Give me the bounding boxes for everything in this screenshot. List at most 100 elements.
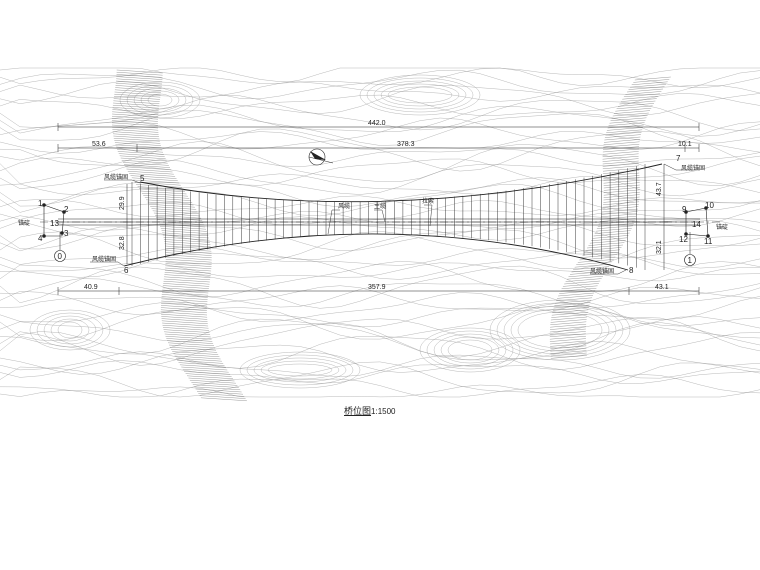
hatch-line: [143, 195, 190, 199]
hatch-line: [162, 232, 209, 236]
hatch-line: [164, 270, 211, 274]
hatch-line: [631, 81, 668, 85]
hatch-line: [551, 314, 588, 318]
hatch-line: [550, 352, 587, 357]
hatch-line: [116, 78, 163, 82]
contour-line: [0, 317, 760, 358]
contour-loop: [239, 351, 361, 389]
hatch-line: [200, 397, 247, 401]
hatch-line: [602, 158, 639, 162]
hatch-line: [116, 149, 164, 153]
contour-loop: [373, 80, 467, 110]
hatch-line: [116, 74, 163, 78]
hatch-line: [160, 309, 207, 313]
contour-line: [0, 261, 760, 297]
hatch-line: [550, 350, 587, 354]
hatch-line: [113, 102, 160, 107]
hatch-line: [121, 160, 168, 164]
hatch-line: [604, 136, 641, 141]
hatch-line: [604, 134, 641, 138]
hatch-line: [111, 116, 159, 120]
hatch-line: [609, 120, 646, 124]
dimension-lines: [57, 123, 700, 295]
point-9: 9: [682, 205, 687, 214]
contour-loop: [246, 354, 354, 386]
hatch-line: [562, 283, 599, 287]
contour-line: [0, 322, 760, 366]
wind-cable-hangers: [131, 164, 646, 270]
hatch-line: [111, 124, 159, 129]
hatch-line: [161, 300, 208, 305]
hatch-line: [603, 139, 641, 143]
bridge-deck: [40, 218, 720, 226]
hatch-line: [596, 225, 633, 229]
hatch-line: [554, 302, 591, 306]
hatch-line: [550, 355, 587, 359]
right-anchor-frame: [684, 206, 710, 238]
label-anchor-left: 锚碇: [18, 219, 30, 227]
hatch-line: [606, 127, 643, 131]
hatch-line: [141, 193, 188, 197]
hatch-line: [195, 388, 242, 393]
callout-leaders: [90, 163, 694, 275]
contour-line: [0, 302, 760, 341]
hatch-line: [113, 98, 160, 102]
point-2: 2: [64, 205, 69, 214]
hatch-line: [601, 208, 639, 213]
hatch-line: [174, 355, 221, 360]
hatch-line: [549, 333, 586, 337]
hatch-line: [580, 254, 617, 258]
hatch-line: [550, 316, 587, 321]
hatch-line: [119, 155, 166, 159]
hatch-line: [574, 264, 611, 268]
hatch-line: [172, 351, 219, 355]
figure-caption: 桥位图1:1500: [344, 404, 395, 417]
contour-line: [0, 184, 760, 217]
hatch-line: [163, 239, 210, 243]
hatch-line: [163, 283, 210, 287]
hatch-line: [583, 249, 621, 253]
hatch-line: [162, 327, 210, 331]
contour-line: [0, 302, 760, 328]
hatch-line: [129, 173, 176, 177]
contour-loop: [419, 327, 521, 373]
hatch-line: [611, 115, 648, 119]
hatch-line: [585, 247, 622, 251]
contour-line: [0, 384, 760, 398]
contour-loop: [260, 360, 340, 380]
hatch-line: [164, 274, 211, 278]
hatch-line: [144, 197, 191, 201]
contour-loop: [147, 93, 173, 107]
contour-loop: [126, 84, 194, 116]
hatch-line: [114, 89, 161, 93]
contour-line: [0, 331, 760, 370]
hatch-line: [113, 138, 160, 142]
hatch-line: [550, 321, 587, 325]
hatch-line: [633, 79, 670, 83]
hatch-line: [112, 127, 159, 131]
hatch-line: [161, 296, 208, 300]
hatch-line: [634, 76, 671, 81]
hatch-line: [115, 87, 162, 91]
hatch-line: [123, 164, 171, 168]
dim-top-left-offset: 53.6: [92, 141, 106, 148]
dim-right-upper: 43.7: [656, 182, 663, 196]
hatch-line: [617, 103, 655, 107]
hatch-line: [167, 340, 214, 344]
contour-loop: [267, 363, 333, 377]
hatch-line: [602, 165, 639, 169]
hatch-line: [186, 375, 234, 379]
hatch-line: [560, 288, 597, 292]
contour-loop: [29, 309, 111, 351]
hatch-line: [603, 189, 640, 193]
contour-line: [0, 200, 760, 227]
hatch-line: [117, 151, 164, 155]
hatch-line: [556, 297, 593, 301]
hatch-line: [199, 395, 246, 399]
hatch-line: [161, 320, 208, 324]
hatch-line: [595, 228, 632, 232]
hatch-line: [161, 318, 208, 322]
hatch-line: [161, 294, 208, 298]
hatch-line: [130, 175, 177, 179]
hatch-line: [165, 254, 212, 258]
